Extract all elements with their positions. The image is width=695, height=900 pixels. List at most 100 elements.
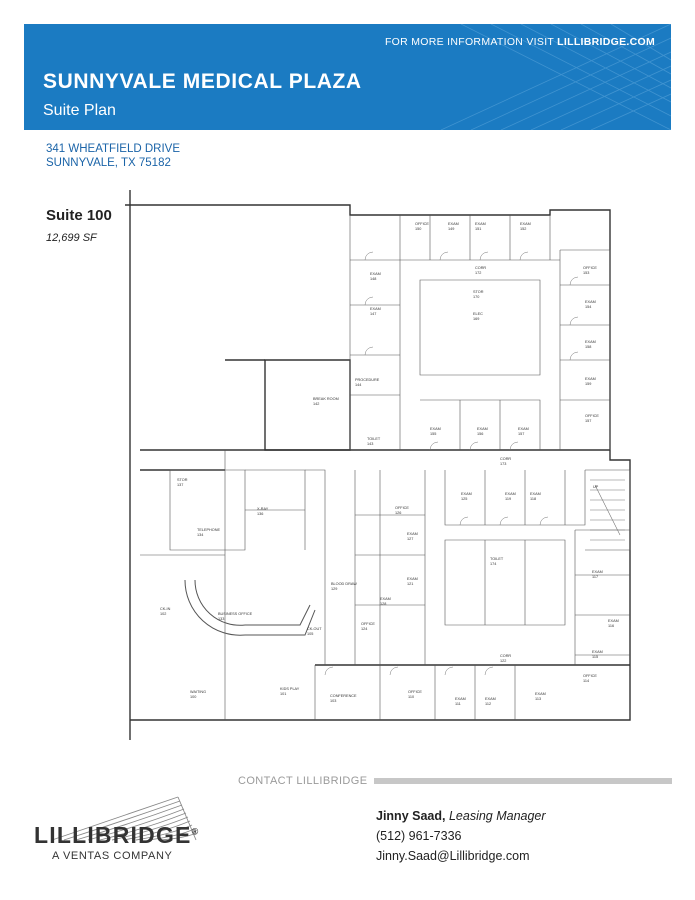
suite-area: 12,699 SF bbox=[46, 232, 97, 244]
room-label: CORR bbox=[500, 654, 511, 658]
room-label: BUSINESS OFFICE bbox=[218, 612, 253, 616]
logo-reg-mark: ® bbox=[191, 826, 200, 837]
room-label: WAITING bbox=[190, 690, 206, 694]
contact-person: Jinny Saad, Leasing Manager bbox=[376, 809, 546, 823]
room-label: PROCEDURE bbox=[355, 378, 380, 382]
room-label: EXAM bbox=[370, 307, 381, 311]
address-line-1: 341 WHEATFIELD DRIVE bbox=[46, 143, 180, 155]
room-number: 174 bbox=[490, 562, 496, 566]
room-number: 169 bbox=[473, 317, 479, 321]
room-label: TOILET bbox=[367, 437, 381, 441]
room-number: 119 bbox=[505, 497, 511, 501]
room-number: 110 bbox=[408, 695, 414, 699]
room-label: EXAM bbox=[518, 427, 529, 431]
room-number: 117 bbox=[592, 575, 598, 579]
room-number: 159 bbox=[585, 382, 591, 386]
room-label: EXAM bbox=[380, 597, 391, 601]
room-label: CORR bbox=[500, 457, 511, 461]
logo-wordmark-text: LILLIBRIDGE bbox=[34, 822, 192, 848]
room-label: STOR bbox=[177, 478, 188, 482]
page-title: SUNNYVALE MEDICAL PLAZA bbox=[43, 70, 362, 93]
room-number: 121 bbox=[407, 582, 413, 586]
room-number: 158 bbox=[585, 345, 591, 349]
suite-name: Suite 100 bbox=[46, 207, 112, 224]
room-number: 149 bbox=[448, 227, 454, 231]
room-label: EXAM bbox=[585, 340, 596, 344]
door-swings bbox=[324, 251, 579, 676]
room-label: EXAM bbox=[608, 619, 619, 623]
room-number: 136 bbox=[257, 512, 263, 516]
contact-email[interactable]: Jinny.Saad@Lillibridge.com bbox=[376, 849, 530, 863]
room-label: EXAM bbox=[407, 577, 418, 581]
room-label: EXAM bbox=[535, 692, 546, 696]
room-number: 137 bbox=[177, 483, 183, 487]
room-label: EXAM bbox=[477, 427, 488, 431]
room-number: 152 bbox=[520, 227, 526, 231]
room-label: OFFICE bbox=[585, 414, 599, 418]
page-subtitle: Suite Plan bbox=[43, 102, 116, 119]
room-number: 114 bbox=[583, 679, 589, 683]
room-label: CORR bbox=[475, 266, 486, 270]
room-number: 157 bbox=[585, 419, 591, 423]
room-label: EXAM bbox=[585, 377, 596, 381]
room-number: 142 bbox=[313, 402, 319, 406]
room-number: 154 bbox=[585, 305, 591, 309]
room-label: EXAM bbox=[520, 222, 531, 226]
room-number: 127 bbox=[407, 537, 413, 541]
room-number: 118 bbox=[530, 497, 536, 501]
room-label: OFFICE bbox=[395, 506, 409, 510]
room-number: 133 bbox=[218, 617, 224, 621]
contact-phone[interactable]: (512) 961-7336 bbox=[376, 829, 462, 843]
room-label: EXAM bbox=[407, 532, 418, 536]
more-info-prefix: FOR MORE INFORMATION VISIT bbox=[384, 36, 558, 48]
room-number: 105 bbox=[307, 632, 313, 636]
room-number: 113 bbox=[535, 697, 541, 701]
room-label: STOR bbox=[473, 290, 484, 294]
room-label: OFFICE bbox=[361, 622, 375, 626]
room-number: 115 bbox=[592, 655, 598, 659]
room-number: 173 bbox=[500, 462, 506, 466]
room-label: EXAM bbox=[370, 272, 381, 276]
room-number: 125 bbox=[461, 497, 467, 501]
room-label: ELEC bbox=[473, 312, 483, 316]
logo-tagline: A VENTAS COMPANY bbox=[52, 850, 173, 862]
floor-plan: OFFICE 150 EXAM 149 EXAM 151 EXAM 152 EX… bbox=[125, 190, 631, 740]
room-label: BLOOD DRAW bbox=[331, 582, 357, 586]
room-label: EXAM bbox=[485, 697, 496, 701]
address-line-2: SUNNYVALE, TX 75182 bbox=[46, 157, 171, 169]
room-label: EXAM bbox=[592, 650, 603, 654]
room-label: OFFICE bbox=[408, 690, 422, 694]
room-label: EXAM bbox=[475, 222, 486, 226]
room-label: EXAM bbox=[461, 492, 472, 496]
room-label: TELEPHONE bbox=[197, 528, 220, 532]
room-number: 111 bbox=[455, 702, 461, 706]
room-labels: OFFICE 150 EXAM 149 EXAM 151 EXAM 152 EX… bbox=[160, 222, 619, 706]
room-label: BREAK ROOM bbox=[313, 397, 339, 401]
room-number: 144 bbox=[355, 383, 361, 387]
room-label: CK-OUT bbox=[307, 627, 322, 631]
room-label: OFFICE bbox=[415, 222, 429, 226]
contact-name: Jinny Saad, bbox=[376, 809, 446, 823]
stair-lines bbox=[590, 479, 625, 541]
room-label: EXAM bbox=[505, 492, 516, 496]
room-label: EXAM bbox=[455, 697, 466, 701]
room-number: 102 bbox=[160, 612, 166, 616]
room-label: UP bbox=[593, 485, 599, 489]
address: 341 WHEATFIELD DRIVE SUNNYVALE, TX 75182 bbox=[46, 142, 180, 170]
room-number: 150 bbox=[415, 227, 421, 231]
room-label: KIDS PLAY bbox=[280, 687, 300, 691]
room-number: 156 bbox=[477, 432, 483, 436]
room-label: CONFERENCE bbox=[330, 694, 357, 698]
room-number: 126 bbox=[395, 511, 401, 515]
contact-heading: CONTACT LILLIBRIDGE bbox=[238, 775, 368, 787]
more-info-site: LILLIBRIDGE.COM bbox=[557, 36, 655, 48]
room-number: 148 bbox=[370, 277, 376, 281]
room-number: 155 bbox=[430, 432, 436, 436]
room-number: 151 bbox=[475, 227, 481, 231]
room-number: 100 bbox=[190, 695, 196, 699]
room-number: 112 bbox=[485, 702, 491, 706]
more-info-link[interactable]: FOR MORE INFORMATION VISIT LILLIBRIDGE.C… bbox=[385, 36, 655, 48]
room-label: EXAM bbox=[592, 570, 603, 574]
room-number: 134 bbox=[197, 533, 203, 537]
room-number: 116 bbox=[608, 624, 614, 628]
